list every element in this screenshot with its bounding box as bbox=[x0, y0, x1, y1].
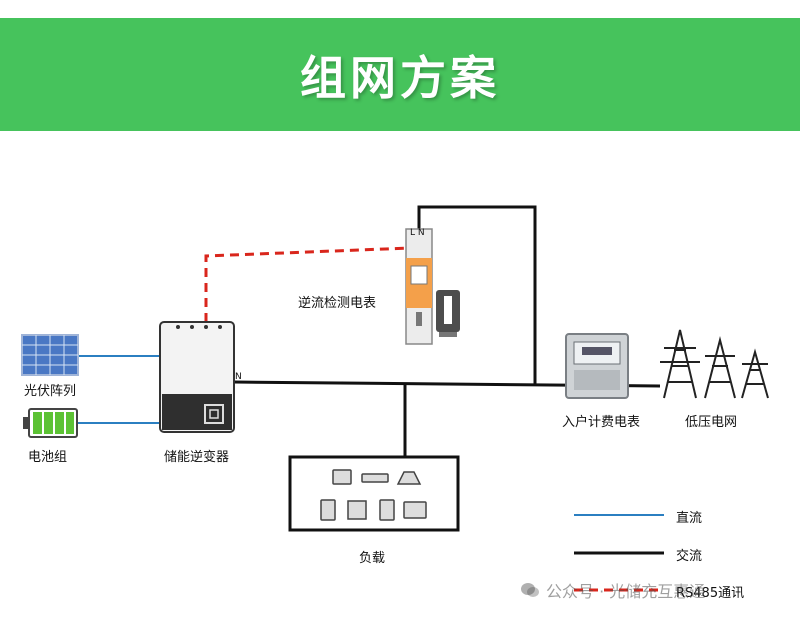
household-meter-icon bbox=[565, 333, 629, 399]
battery-icon bbox=[23, 408, 78, 438]
ct-clamp-icon bbox=[436, 290, 460, 337]
transmission-tower-icon bbox=[660, 329, 769, 399]
appliance-icons bbox=[320, 469, 427, 521]
appliance-icon bbox=[347, 500, 367, 520]
neutral-marker: N bbox=[235, 372, 242, 382]
wechat-icon bbox=[521, 583, 539, 597]
meter-terminal-label: L N bbox=[410, 228, 425, 238]
battery-label: 电池组 bbox=[28, 450, 68, 465]
fridge-icon bbox=[320, 499, 336, 521]
tv-icon bbox=[332, 469, 352, 485]
legend-rs485-label: RS485通讯 bbox=[676, 586, 745, 601]
load-label: 负载 bbox=[359, 551, 386, 566]
washing-machine-icon bbox=[379, 499, 395, 521]
grid-label: 低压电网 bbox=[685, 415, 738, 430]
watermark: 公众号 · 光储充互惠通 bbox=[520, 578, 705, 602]
household-meter-label: 入户计费电表 bbox=[562, 415, 641, 430]
inverter-label: 储能逆变器 bbox=[164, 450, 230, 465]
inverter-icon bbox=[159, 321, 235, 433]
ac-line-top bbox=[417, 205, 537, 385]
page-title: 组网方案 bbox=[300, 50, 500, 105]
backflow-meter-label: 逆流检测电表 bbox=[298, 296, 377, 311]
rs485-line bbox=[204, 246, 411, 322]
pv-array-label: 光伏阵列 bbox=[24, 384, 77, 399]
legend-ac-label: 交流 bbox=[676, 549, 703, 564]
air-conditioner-icon bbox=[361, 473, 389, 483]
title-banner: 组网方案 bbox=[0, 18, 800, 131]
microwave-icon bbox=[403, 501, 427, 519]
legend-lines bbox=[574, 514, 664, 592]
watermark-text: 公众号 · 光储充互惠通 bbox=[546, 582, 706, 601]
din-meter-icon bbox=[405, 228, 433, 345]
range-hood-icon bbox=[396, 471, 422, 485]
solar-panel-icon bbox=[21, 334, 79, 376]
legend-dc-label: 直流 bbox=[676, 511, 703, 526]
dc-wiring bbox=[78, 355, 160, 424]
load-box bbox=[288, 455, 460, 532]
